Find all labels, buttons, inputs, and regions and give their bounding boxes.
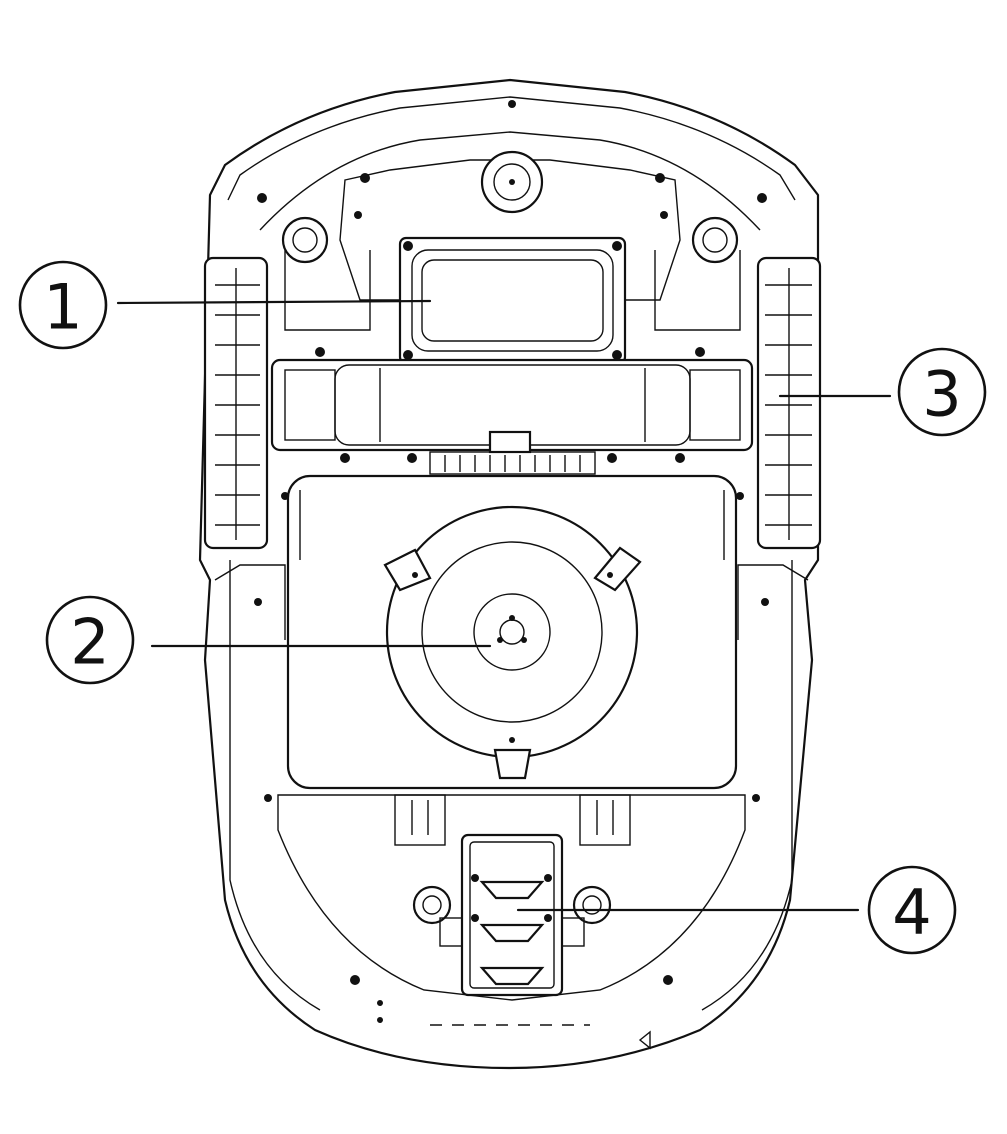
callout-2-label: 2	[70, 606, 109, 679]
mower-body	[198, 78, 820, 1070]
front-caster-assembly	[281, 150, 741, 357]
cutting-disc	[383, 505, 642, 780]
callout-2-circle	[45, 595, 135, 685]
callout-1: 1	[18, 260, 432, 350]
drive-wheel	[756, 256, 822, 550]
callout-4-circle	[867, 865, 957, 955]
callout-1-label: 1	[43, 271, 82, 344]
callout-3-label: 3	[922, 358, 961, 431]
callout-3-circle	[897, 347, 987, 437]
battery-cover	[398, 236, 627, 365]
rear-frame	[277, 794, 746, 1050]
drive-axle-housing	[270, 358, 754, 500]
left-drive-wheel	[203, 256, 269, 550]
callout-2: 2	[45, 595, 492, 685]
callout-1-circle	[18, 260, 108, 350]
callout-3: 3	[778, 347, 987, 437]
charging-contacts	[412, 833, 612, 997]
callout-4: 4	[516, 865, 957, 955]
callout-4-label: 4	[892, 876, 931, 949]
